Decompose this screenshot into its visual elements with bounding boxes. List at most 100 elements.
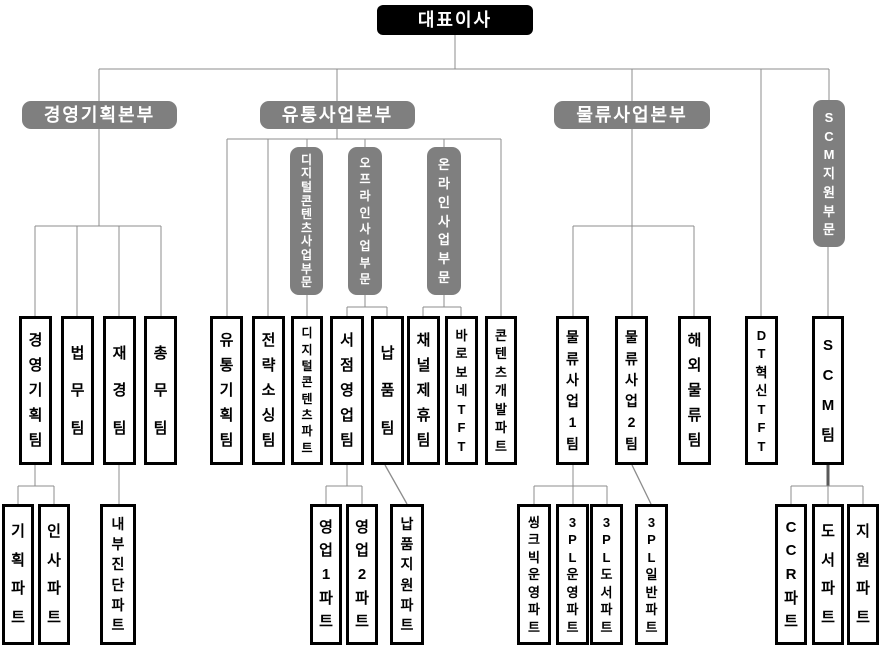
node-label-char: 내 bbox=[111, 516, 125, 533]
node-label-char: 사 bbox=[47, 551, 61, 569]
node-label-char: 부 bbox=[359, 255, 371, 270]
node-label-char: 납 bbox=[400, 516, 414, 533]
node-label-char: P bbox=[647, 532, 656, 547]
node-label-char: 사 bbox=[438, 213, 450, 229]
node-label-char: 품 bbox=[380, 382, 395, 399]
node-label-char: 물 bbox=[566, 329, 579, 346]
node-label-char: 디 bbox=[300, 152, 313, 167]
node-label-char: 널 bbox=[416, 357, 431, 374]
node-label-char: 류 bbox=[625, 350, 638, 367]
node-label-char: R bbox=[785, 565, 797, 583]
node-label-char: 로 bbox=[455, 346, 468, 361]
node-label-char: S bbox=[822, 337, 833, 354]
node-label-char: 파 bbox=[856, 580, 870, 598]
node-label-char: 트 bbox=[566, 619, 579, 635]
node-label-char: 팀 bbox=[625, 435, 638, 452]
node-label-char: 문 bbox=[359, 272, 371, 287]
node-label-char: 서 bbox=[821, 551, 835, 569]
node-label-char: 전 bbox=[261, 332, 276, 349]
node-label-char: T bbox=[457, 438, 466, 454]
node-label-char: 해 bbox=[687, 332, 702, 349]
node-label-char: 업 bbox=[438, 232, 450, 248]
node-label-char: 문 bbox=[823, 222, 835, 238]
node-label-char: 무 bbox=[70, 382, 85, 399]
node-label-char: 지 bbox=[400, 556, 414, 573]
node-label-char: 류 bbox=[687, 407, 702, 424]
node-label-char: 트 bbox=[821, 608, 835, 626]
node-label-char: 납 bbox=[380, 344, 395, 362]
node-label-char: 츠 bbox=[301, 407, 313, 422]
node-label-char: P bbox=[602, 532, 611, 547]
node-label-char: 트 bbox=[645, 619, 658, 635]
node-label-char: 오 bbox=[359, 155, 371, 170]
node-label-char: 팀 bbox=[219, 432, 234, 449]
node-label-char: 파 bbox=[495, 420, 507, 435]
node-label-char: 업 bbox=[625, 393, 638, 410]
node-label-char: 진 bbox=[111, 556, 125, 573]
node-label-char: 텐 bbox=[300, 207, 313, 222]
node-label-char: 팀 bbox=[380, 419, 395, 437]
node-label-char: 기 bbox=[11, 523, 25, 541]
node-label-char: 획 bbox=[11, 551, 25, 569]
node-label-char: 단 bbox=[111, 576, 125, 593]
node-label-char: 트 bbox=[856, 608, 870, 626]
node-label-char: 파 bbox=[111, 596, 125, 613]
node-label-char: 류 bbox=[566, 350, 579, 367]
node-label-char: 총 bbox=[153, 344, 168, 362]
node-label-char: 콘 bbox=[301, 375, 313, 390]
node-label-char: 기 bbox=[28, 382, 43, 399]
node-label-char: 2 bbox=[357, 565, 367, 583]
node-label-char: 파 bbox=[400, 596, 414, 613]
node-label-char: C bbox=[822, 367, 834, 384]
node-label-char: 영 bbox=[528, 584, 540, 600]
node-label-char: 반 bbox=[645, 584, 658, 600]
node-label-char: 사 bbox=[359, 222, 371, 237]
node-label-char: C bbox=[824, 128, 834, 144]
node-label-char: 발 bbox=[495, 401, 507, 417]
node-label-char: 품 bbox=[400, 536, 414, 553]
node-label-char: 원 bbox=[856, 551, 870, 569]
node-label-char: 통 bbox=[219, 357, 234, 374]
node-label-char: 영 bbox=[28, 357, 43, 374]
node-label-char: 무 bbox=[153, 382, 168, 399]
node-label-char: T bbox=[757, 401, 766, 417]
node-label-char: 법 bbox=[70, 344, 85, 362]
node-label-char: 서 bbox=[340, 332, 354, 349]
node-label-char: 파 bbox=[821, 580, 835, 598]
node-label-char: 물 bbox=[687, 382, 702, 399]
node-label-char: 트 bbox=[11, 608, 25, 626]
hq-management-planning: 경영기획본부 bbox=[22, 101, 177, 129]
node-label-char: 영 bbox=[319, 518, 333, 536]
node-label-char: 디 bbox=[301, 326, 313, 341]
node-label-char: 파 bbox=[784, 589, 798, 607]
node-label-char: 원 bbox=[823, 184, 835, 200]
node-label-char: 사 bbox=[300, 234, 313, 249]
node-label-char: 업 bbox=[300, 248, 313, 262]
node-label-char: 업 bbox=[319, 542, 333, 560]
node-label-char: 파 bbox=[566, 602, 579, 617]
node-label-char: 외 bbox=[687, 357, 702, 374]
node-label-char: 파 bbox=[355, 589, 369, 607]
node-label-char: 보 bbox=[455, 364, 468, 380]
node-label-char: 운 bbox=[566, 567, 579, 582]
node-label-char: 경 bbox=[112, 382, 127, 399]
node-label-char: 영 bbox=[355, 518, 369, 536]
node-label-char: 파 bbox=[301, 424, 313, 439]
hq-distribution: 유통사업본부 bbox=[260, 101, 415, 129]
node-label-char: 텐 bbox=[301, 391, 313, 406]
node-label-char: F bbox=[757, 420, 766, 435]
node-label-char: 텐 bbox=[495, 346, 507, 361]
node-label-char: 털 bbox=[301, 358, 313, 373]
node-label-char: 제 bbox=[416, 382, 431, 399]
